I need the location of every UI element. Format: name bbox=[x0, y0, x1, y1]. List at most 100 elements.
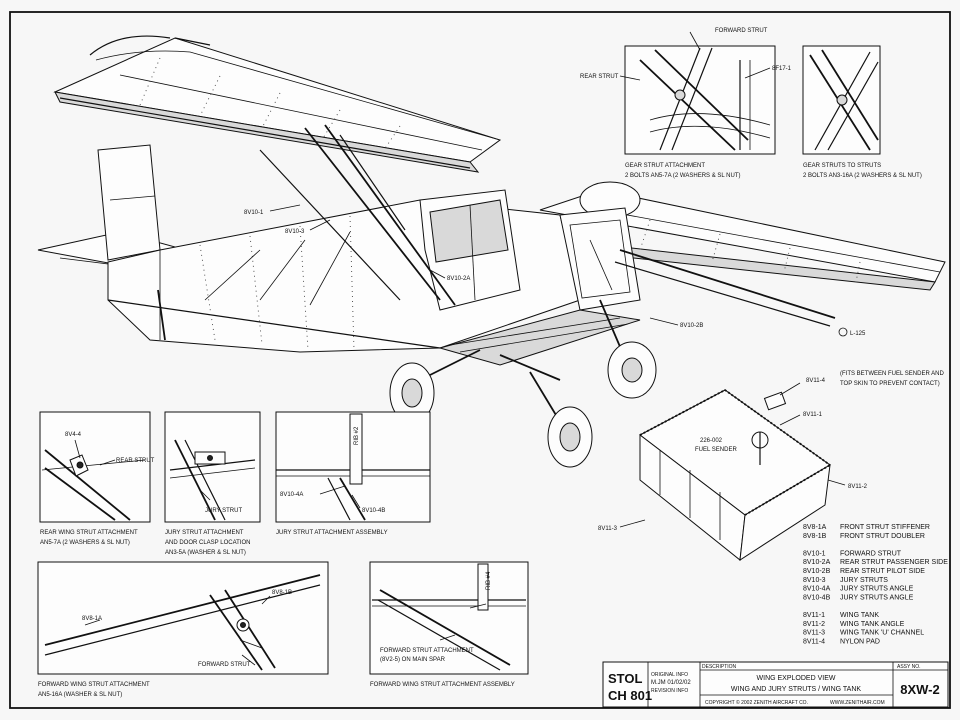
rear-strut-8v10-2b bbox=[619, 249, 836, 319]
wheel-nose bbox=[607, 341, 657, 399]
rear-strut-8v10-2a bbox=[324, 124, 456, 306]
callout-8v8-1a: 8V8-1A bbox=[82, 616, 102, 622]
caption-gear-struts-to-2: 2 BOLTS AN3-16A (2 WASHERS & SL NUT) bbox=[803, 173, 922, 179]
callout-8v8-1b: 8V8-1B bbox=[272, 590, 292, 596]
origin-value: M.JM 01/02/02 bbox=[651, 680, 691, 686]
legend-part-number: 8V10-2B bbox=[803, 568, 831, 575]
legend-description: REAR STRUT PILOT SIDE bbox=[840, 568, 925, 575]
callout-8v4-4: 8V4-4 bbox=[65, 432, 82, 438]
legend-description: FRONT STRUT DOUBLER bbox=[840, 533, 925, 540]
legend-part-number: 8V11-3 bbox=[803, 630, 825, 637]
wheel-left bbox=[389, 362, 435, 424]
legend-description: FORWARD STRUT bbox=[840, 550, 902, 557]
legend-part-number: 8V11-2 bbox=[803, 621, 825, 628]
callout-8v10-3: 8V10-3 bbox=[285, 229, 305, 235]
callout-8v10-4b: 8V10-4B bbox=[362, 508, 385, 514]
wheel-right bbox=[547, 406, 593, 468]
callout-8v11-4-note-1: (FITS BETWEEN FUEL SENDER AND bbox=[840, 371, 944, 377]
legend-description: WING TANK ANGLE bbox=[840, 621, 905, 628]
callout-forward-strut-small: FORWARD STRUT bbox=[198, 662, 251, 668]
legend-description: JURY STRUTS ANGLE bbox=[840, 586, 914, 593]
title-block: STOL CH 801 ORIGINAL INFO M.JM 01/02/02 … bbox=[602, 661, 949, 708]
callout-8f17-1: 8F17-1 bbox=[772, 66, 792, 72]
callout-jury-strut: JURY STRUT bbox=[205, 508, 242, 514]
legend-part-number: 8V10-3 bbox=[803, 577, 826, 584]
detail-jury-strut-attachment: JURY STRUT JURY STRUT ATTACHMENT AND DOO… bbox=[164, 411, 261, 556]
legend-part-number: 8V8-1B bbox=[803, 533, 827, 540]
callout-fwd-attach-1: FORWARD STRUT ATTACHMENT bbox=[380, 648, 474, 654]
description-line-1: WING EXPLODED VIEW bbox=[757, 675, 836, 682]
legend-description: WING TANK 'U' CHANNEL bbox=[840, 630, 924, 637]
legend-part-number: 8V11-1 bbox=[803, 612, 825, 619]
callout-8v10-2b: 8V10-2B bbox=[680, 323, 703, 329]
callout-fwd-attach-2: (8V2-5) ON MAIN SPAR bbox=[380, 657, 446, 663]
caption-rear-wing-2: AN5-7A (2 WASHERS & SL NUT) bbox=[40, 540, 130, 546]
legend-description: FRONT STRUT STIFFENER bbox=[840, 524, 930, 531]
legend-part-number: 8V10-4A bbox=[803, 586, 831, 593]
detail-gear-struts-to-struts: GEAR STRUTS TO STRUTS 2 BOLTS AN3-16A (2… bbox=[802, 45, 922, 179]
callout-8v11-4-note-2: TOP SKIN TO PREVENT CONTACT) bbox=[840, 381, 940, 387]
caption-jury-attach-2: AND DOOR CLASP LOCATION bbox=[165, 540, 250, 546]
legend-part-number: 8V11-4 bbox=[803, 638, 825, 645]
callout-8v10-4a: 8V10-4A bbox=[280, 492, 303, 498]
caption-fwd-wing-2: AN5-16A (WASHER & SL NUT) bbox=[38, 692, 122, 698]
callout-8v11-1: 8V11-1 bbox=[803, 412, 823, 418]
description-line-2: WING AND JURY STRUTS / WING TANK bbox=[731, 686, 861, 693]
model-number: CH 801 bbox=[608, 688, 652, 703]
description-label: DESCRIPTION bbox=[702, 664, 737, 670]
caption-gear-strut-1: GEAR STRUT ATTACHMENT bbox=[625, 163, 705, 169]
jury-strut-8v10-3 bbox=[259, 149, 401, 301]
website: WWW.ZENITHAIR.COM bbox=[830, 700, 885, 706]
assy-number: 8XW-2 bbox=[900, 682, 939, 697]
legend-description: WING TANK bbox=[840, 612, 879, 619]
assy-label: ASSY NO. bbox=[897, 664, 921, 670]
callout-8v11-2: 8V11-2 bbox=[848, 484, 868, 490]
caption-jury-attach-1: JURY STRUT ATTACHMENT bbox=[165, 530, 244, 536]
legend-description: JURY STRUTS ANGLE bbox=[840, 594, 914, 601]
detail-gear-strut-attachment: FORWARD STRUT REAR STRUT 8F17-1 GEAR STR… bbox=[580, 28, 792, 179]
model-name: STOL bbox=[608, 671, 642, 686]
forward-strut-8v10-1 bbox=[304, 127, 441, 301]
callout-8v11-4: 8V11-4 bbox=[806, 378, 826, 384]
callout-l-125: L-125 bbox=[850, 331, 866, 337]
callout-8v10-2a: 8V10-2A bbox=[447, 276, 470, 282]
copyright: COPYRIGHT © 2002 ZENITH AIRCRAFT CO. bbox=[705, 699, 808, 706]
legend-part-number: 8V10-1 bbox=[803, 550, 826, 557]
detail-rear-wing-strut-attachment: 8V4-4 REAR STRUT REAR WING STRUT ATTACHM… bbox=[39, 411, 155, 546]
vertical-tail bbox=[97, 144, 161, 261]
wing-leading-edge bbox=[54, 91, 480, 173]
sheet-border bbox=[9, 11, 951, 709]
wing-upper-surface bbox=[53, 37, 502, 163]
callout-8v10-1: 8V10-1 bbox=[244, 210, 264, 216]
caption-jury-assembly: JURY STRUT ATTACHMENT ASSEMBLY bbox=[276, 530, 388, 536]
origin-label: ORIGINAL INFO bbox=[651, 672, 688, 678]
legend-part-number: 8V10-4B bbox=[803, 594, 831, 601]
callout-rear-strut-small: REAR STRUT bbox=[116, 458, 155, 464]
callout-rear-strut: REAR STRUT bbox=[580, 74, 619, 80]
legend-description: JURY STRUTS bbox=[840, 577, 888, 584]
callout-8v11-3: 8V11-3 bbox=[598, 526, 618, 532]
detail-wing-tank: 226-002 FUEL SENDER 8V11-4 (FITS BETWEEN… bbox=[598, 371, 944, 561]
detail-jury-strut-assembly: RIB #2 8V10-4A 8V10-4B JURY STRUT ATTACH… bbox=[275, 411, 431, 536]
legend-description: REAR STRUT PASSENGER SIDE bbox=[840, 559, 948, 566]
aircraft-main-view: 8V10-1 8V10-3 8V10-2A 8V10-2B L-125 bbox=[37, 35, 946, 468]
callout-rib-4: RIB #4 bbox=[486, 571, 492, 590]
callout-fuel-sender-number: 226-002 bbox=[700, 438, 723, 444]
parts-legend: 8V8-1A FRONT STRUT STIFFENER 8V8-1B FRONT S… bbox=[803, 524, 948, 645]
caption-fwd-assembly: FORWARD WING STRUT ATTACHMENT ASSEMBLY bbox=[370, 682, 515, 688]
caption-gear-struts-to-1: GEAR STRUTS TO STRUTS bbox=[803, 163, 881, 169]
caption-fwd-wing-1: FORWARD WING STRUT ATTACHMENT bbox=[38, 682, 150, 688]
revision-label: REVISION INFO bbox=[651, 688, 688, 694]
legend-part-number: 8V10-2A bbox=[803, 559, 831, 566]
detail-forward-wing-strut-attachment: 8V8-1A 8V8-1B FORWARD STRUT FORWARD WING… bbox=[37, 561, 329, 698]
callout-fuel-sender: FUEL SENDER bbox=[695, 447, 737, 453]
detail-forward-strut-assembly: RIB #4 FORWARD STRUT ATTACHMENT (8V2-5) … bbox=[369, 561, 529, 688]
legend-part-number: 8V8-1A bbox=[803, 524, 827, 531]
caption-jury-attach-3: AN3-5A (WASHER & SL NUT) bbox=[165, 550, 246, 556]
caption-gear-strut-2: 2 BOLTS AN5-7A (2 WASHERS & SL NUT) bbox=[625, 173, 740, 179]
caption-rear-wing-1: REAR WING STRUT ATTACHMENT bbox=[40, 530, 138, 536]
callout-forward-strut: FORWARD STRUT bbox=[715, 28, 768, 34]
callout-rib-2: RIB #2 bbox=[354, 426, 360, 445]
